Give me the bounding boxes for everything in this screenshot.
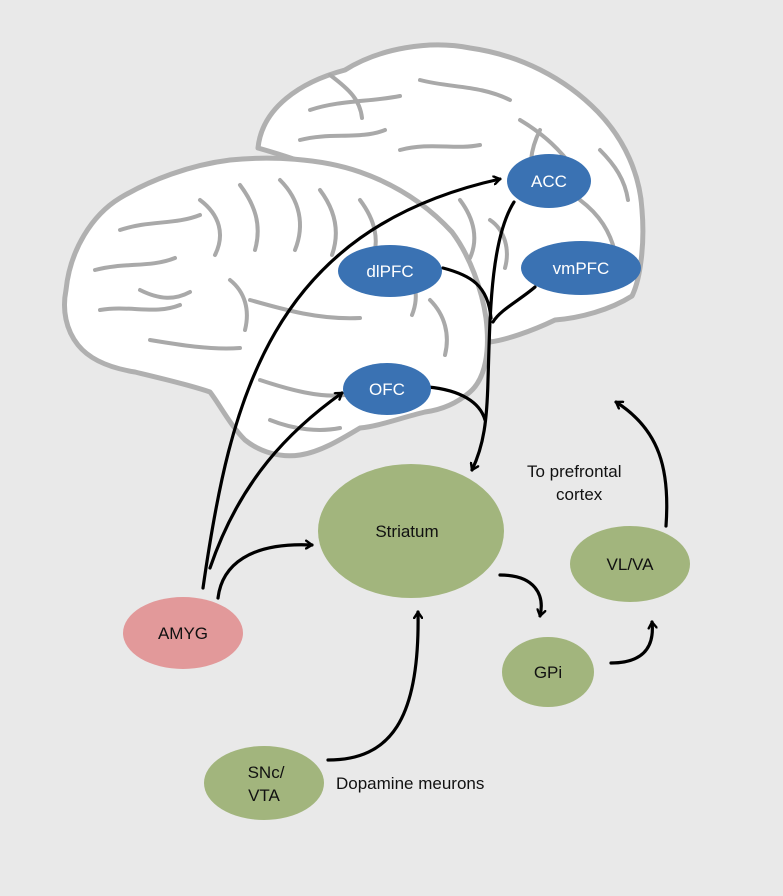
prefrontal-annotation-line2: cortex xyxy=(556,485,603,504)
arrow-acc-to-striatum xyxy=(472,200,516,472)
dopamine-neurons-annotation: Dopamine meurons xyxy=(336,774,484,793)
node-snc-label-line2: VTA xyxy=(248,786,280,805)
arrow-gpi-to-vlva xyxy=(609,620,652,665)
node-amyg-label: AMYG xyxy=(158,624,208,643)
node-dlpfc-label: dlPFC xyxy=(366,262,413,281)
node-ofc: OFC xyxy=(343,363,431,415)
node-vlva-label: VL/VA xyxy=(607,555,655,574)
arrow-amyg-to-ofc xyxy=(208,391,344,570)
arrow-amyg-to-acc xyxy=(201,179,502,590)
node-vmpfc: vmPFC xyxy=(521,241,641,295)
node-striatum: Striatum xyxy=(318,464,504,598)
arrow-vlva-to-prefrontal xyxy=(614,400,669,528)
arrow-snc-to-striatum xyxy=(326,610,418,762)
arrow-striatum-to-gpi xyxy=(498,573,541,618)
node-striatum-label: Striatum xyxy=(375,522,438,541)
node-vmpfc-label: vmPFC xyxy=(553,259,610,278)
node-ofc-label: OFC xyxy=(369,380,405,399)
prefrontal-annotation-line1: To prefrontal xyxy=(527,462,622,481)
connection-arrows xyxy=(201,179,669,762)
arrow-vmpfc-to-striatum xyxy=(491,285,537,324)
node-acc-label: ACC xyxy=(531,172,567,191)
node-acc: ACC xyxy=(507,154,591,208)
node-gpi-label: GPi xyxy=(534,663,562,682)
arrow-ofc-to-striatum xyxy=(426,385,487,422)
arrow-dlpfc-to-striatum xyxy=(441,266,493,320)
node-snc-vta: SNc/ VTA xyxy=(204,746,324,820)
node-amyg: AMYG xyxy=(123,597,243,669)
node-gpi: GPi xyxy=(502,637,594,707)
node-vlva: VL/VA xyxy=(570,526,690,602)
node-snc-label-line1: SNc/ xyxy=(248,763,285,782)
node-dlpfc: dlPFC xyxy=(338,245,442,297)
arrow-amyg-to-striatum xyxy=(216,545,314,600)
